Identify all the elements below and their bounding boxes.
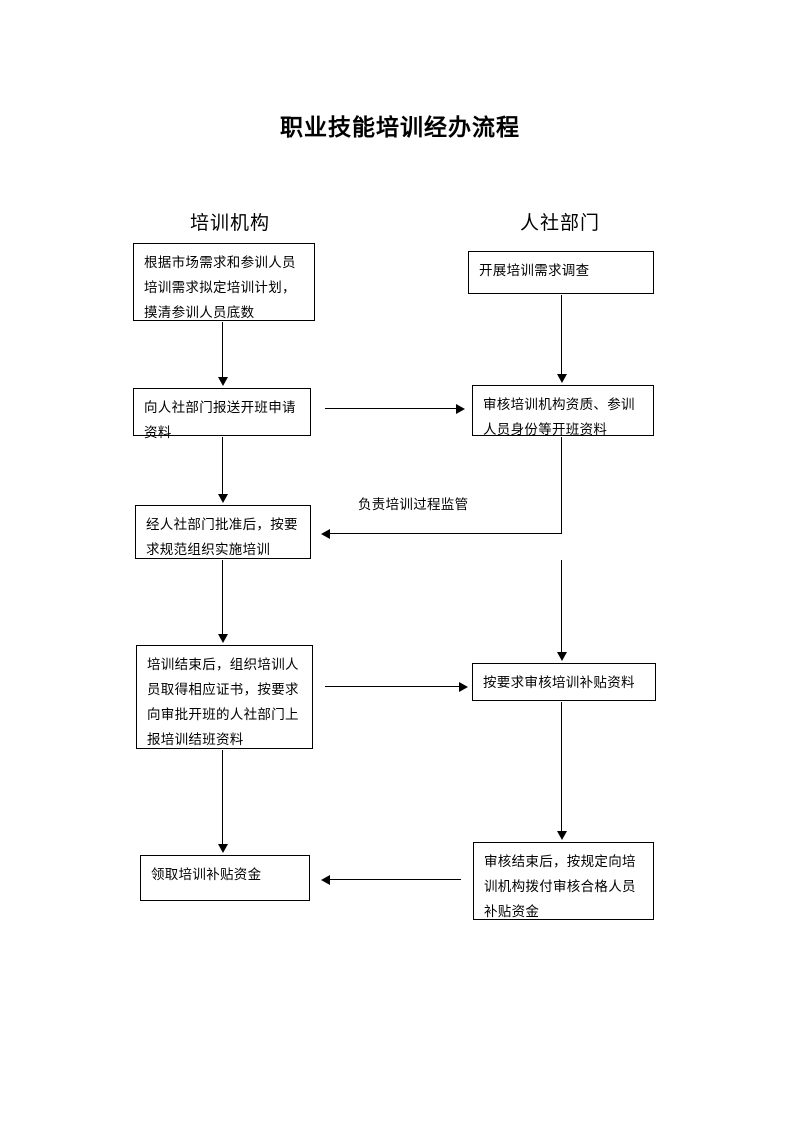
node-report-completion-materials[interactable]: 培训结束后，组织培训人员取得相应证书，按要求向审批开班的人社部门上报培训结班资料: [136, 645, 313, 749]
arrow-l2-to-l3: [217, 437, 228, 503]
arrow-r3-to-r4: [556, 702, 567, 840]
edge-label-supervision: 负责培训过程监管: [358, 497, 469, 512]
node-conduct-training[interactable]: 经人社部门批准后，按要求规范组织实施培训: [135, 505, 311, 559]
arrow-l2-to-r2: [325, 403, 465, 414]
node-submit-class-application[interactable]: 向人社部门报送开班申请资料: [133, 388, 311, 440]
arrow-r2-to-r3: [556, 560, 567, 661]
node-review-qualifications[interactable]: 审核培训机构资质、参训人员身份等开班资料: [472, 385, 654, 437]
arrow-l4-to-l5: [217, 750, 228, 853]
arrow-r1-to-r2: [556, 295, 567, 383]
arrow-l4-to-r3: [325, 681, 468, 692]
node-receive-subsidy[interactable]: 领取培训补贴资金: [140, 855, 310, 901]
arrow-l1-to-l2: [217, 322, 228, 386]
node-training-demand-survey[interactable]: 开展培训需求调查: [468, 251, 654, 294]
page-title: 职业技能培训经办流程: [280, 114, 520, 140]
arrow-l3-to-l4: [217, 560, 228, 643]
column-header-training-institution: 培训机构: [189, 213, 270, 234]
arrow-r4-to-l5: [321, 874, 461, 885]
node-disburse-subsidy[interactable]: 审核结束后，按规定向培训机构拨付审核合格人员补贴资金: [473, 842, 654, 920]
column-header-hr-department: 人社部门: [519, 213, 600, 234]
node-review-subsidy-materials[interactable]: 按要求审核培训补贴资料: [472, 663, 656, 701]
node-training-plan[interactable]: 根据市场需求和参训人员培训需求拟定培训计划，摸清参训人员底数: [133, 243, 315, 321]
